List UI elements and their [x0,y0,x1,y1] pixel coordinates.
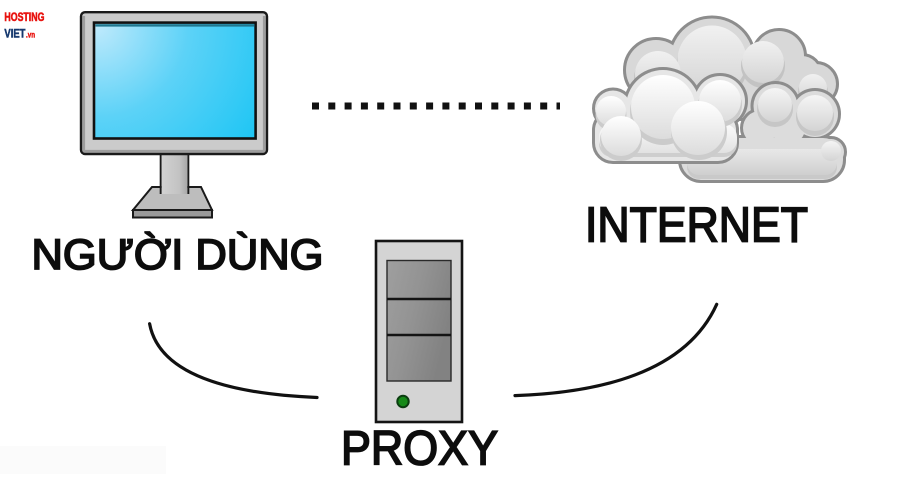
svg-text:NGƯỜI DÙNG: NGƯỜI DÙNG [32,231,324,279]
svg-text:INTERNET: INTERNET [585,198,808,253]
svg-text:PROXY: PROXY [341,423,498,475]
svg-text:.vn: .vn [26,30,35,39]
svg-text:HOSTING: HOSTING [4,12,44,24]
svg-text:VIET: VIET [4,27,26,40]
